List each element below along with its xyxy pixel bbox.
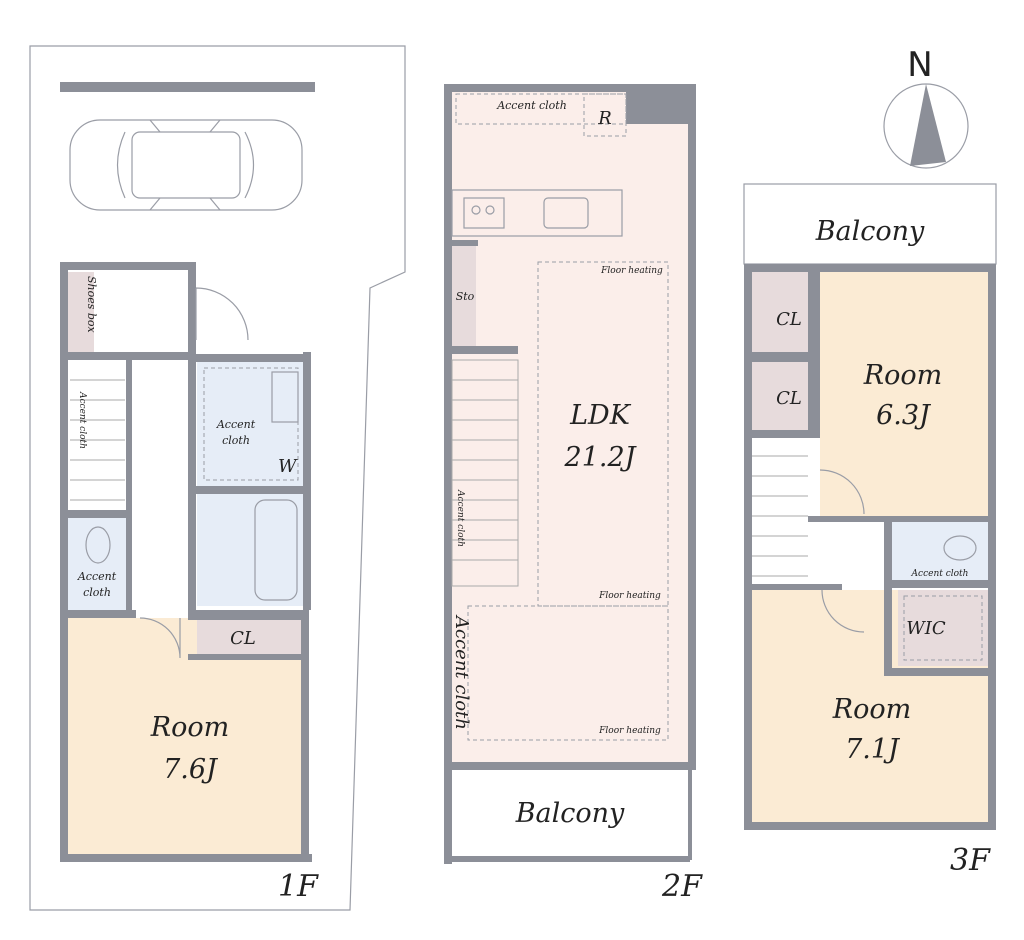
room1-label-3f: Room	[863, 360, 942, 391]
closet-label-3f-2: CL	[776, 388, 802, 409]
wic-label: WIC	[906, 618, 946, 639]
closet-1f	[197, 620, 303, 654]
floor-label-2f: 2F	[661, 869, 703, 904]
room2-size-3f: 7.1J	[845, 734, 901, 765]
compass-icon: N	[883, 45, 969, 169]
washer-1f	[203, 367, 299, 481]
closet-3f-2	[752, 362, 808, 430]
balcony-label-2f: Balcony	[515, 798, 625, 829]
ldk-label: LDK	[569, 400, 632, 431]
ldk-fill	[452, 90, 688, 770]
storage-2f	[452, 246, 476, 346]
floor-2f: Accent cloth R Sto Floor heating LDK 21.…	[444, 84, 703, 904]
closet-label-1f: CL	[230, 628, 256, 649]
balcony-label-3f: Balcony	[815, 216, 925, 247]
floor-heating-label-2: Floor heating	[598, 591, 661, 601]
floor-1f: Shoes box Accent cloth Accent cloth W Ac…	[29, 45, 406, 911]
shoes-box-label: Shoes box	[85, 276, 98, 334]
stairs-1f	[70, 379, 125, 501]
wash-w-label: W	[278, 456, 298, 477]
stairs-3f	[752, 455, 808, 577]
compass-label: N	[907, 45, 932, 85]
room-label-1f: Room	[150, 712, 229, 743]
room-size-1f: 7.6J	[163, 754, 219, 785]
toilet-cloth-label-a: Accent	[77, 570, 117, 583]
fridge-box	[583, 93, 627, 137]
bathtub-1f	[254, 499, 298, 601]
wash-cloth-label-a: Accent	[216, 418, 256, 431]
toilet-icon-3f	[943, 535, 977, 561]
washroom-1f	[197, 362, 303, 486]
accent-cloth-top-label: Accent cloth	[496, 99, 567, 112]
wash-cloth-label-b: cloth	[222, 434, 250, 447]
shoes-box	[68, 272, 94, 352]
room1-3f	[820, 272, 988, 516]
room2-label-3f: Room	[832, 694, 911, 725]
fridge-label: R	[597, 108, 612, 129]
closet-3f-1	[752, 272, 808, 352]
wic-3f	[898, 590, 988, 666]
toilet-1f	[68, 518, 126, 610]
floor-heating-label-1: Floor heating	[600, 266, 663, 276]
toilet-icon-1f	[85, 526, 111, 564]
floor-label-1f: 1F	[278, 869, 319, 904]
toilet-cloth-label-3f: Accent cloth	[911, 569, 969, 579]
balcony-2f-fill	[452, 774, 688, 856]
stairs-2f	[451, 359, 519, 587]
accent-cloth-side-label: Accent cloth	[451, 614, 472, 730]
stair-cloth-label-1f: Accent cloth	[77, 391, 87, 449]
stair-cloth-label-2f: Accent cloth	[455, 489, 465, 547]
kitchen-counter	[451, 189, 623, 237]
storage-label: Sto	[456, 290, 475, 303]
floor-3f: N	[743, 45, 997, 878]
lot-outline-1f	[29, 45, 406, 911]
floor-heating-label-3: Floor heating	[598, 726, 661, 736]
closet-label-3f-1: CL	[776, 309, 802, 330]
floor-label-3f: 3F	[950, 843, 991, 878]
room1-size-3f: 6.3J	[876, 400, 932, 431]
parking-bar	[60, 82, 315, 92]
bath-1f	[197, 494, 303, 606]
ldk-size: 21.2J	[564, 442, 638, 473]
toilet-cloth-label-b: cloth	[83, 586, 111, 599]
car-icon	[69, 119, 303, 211]
toilet-3f	[892, 520, 988, 580]
